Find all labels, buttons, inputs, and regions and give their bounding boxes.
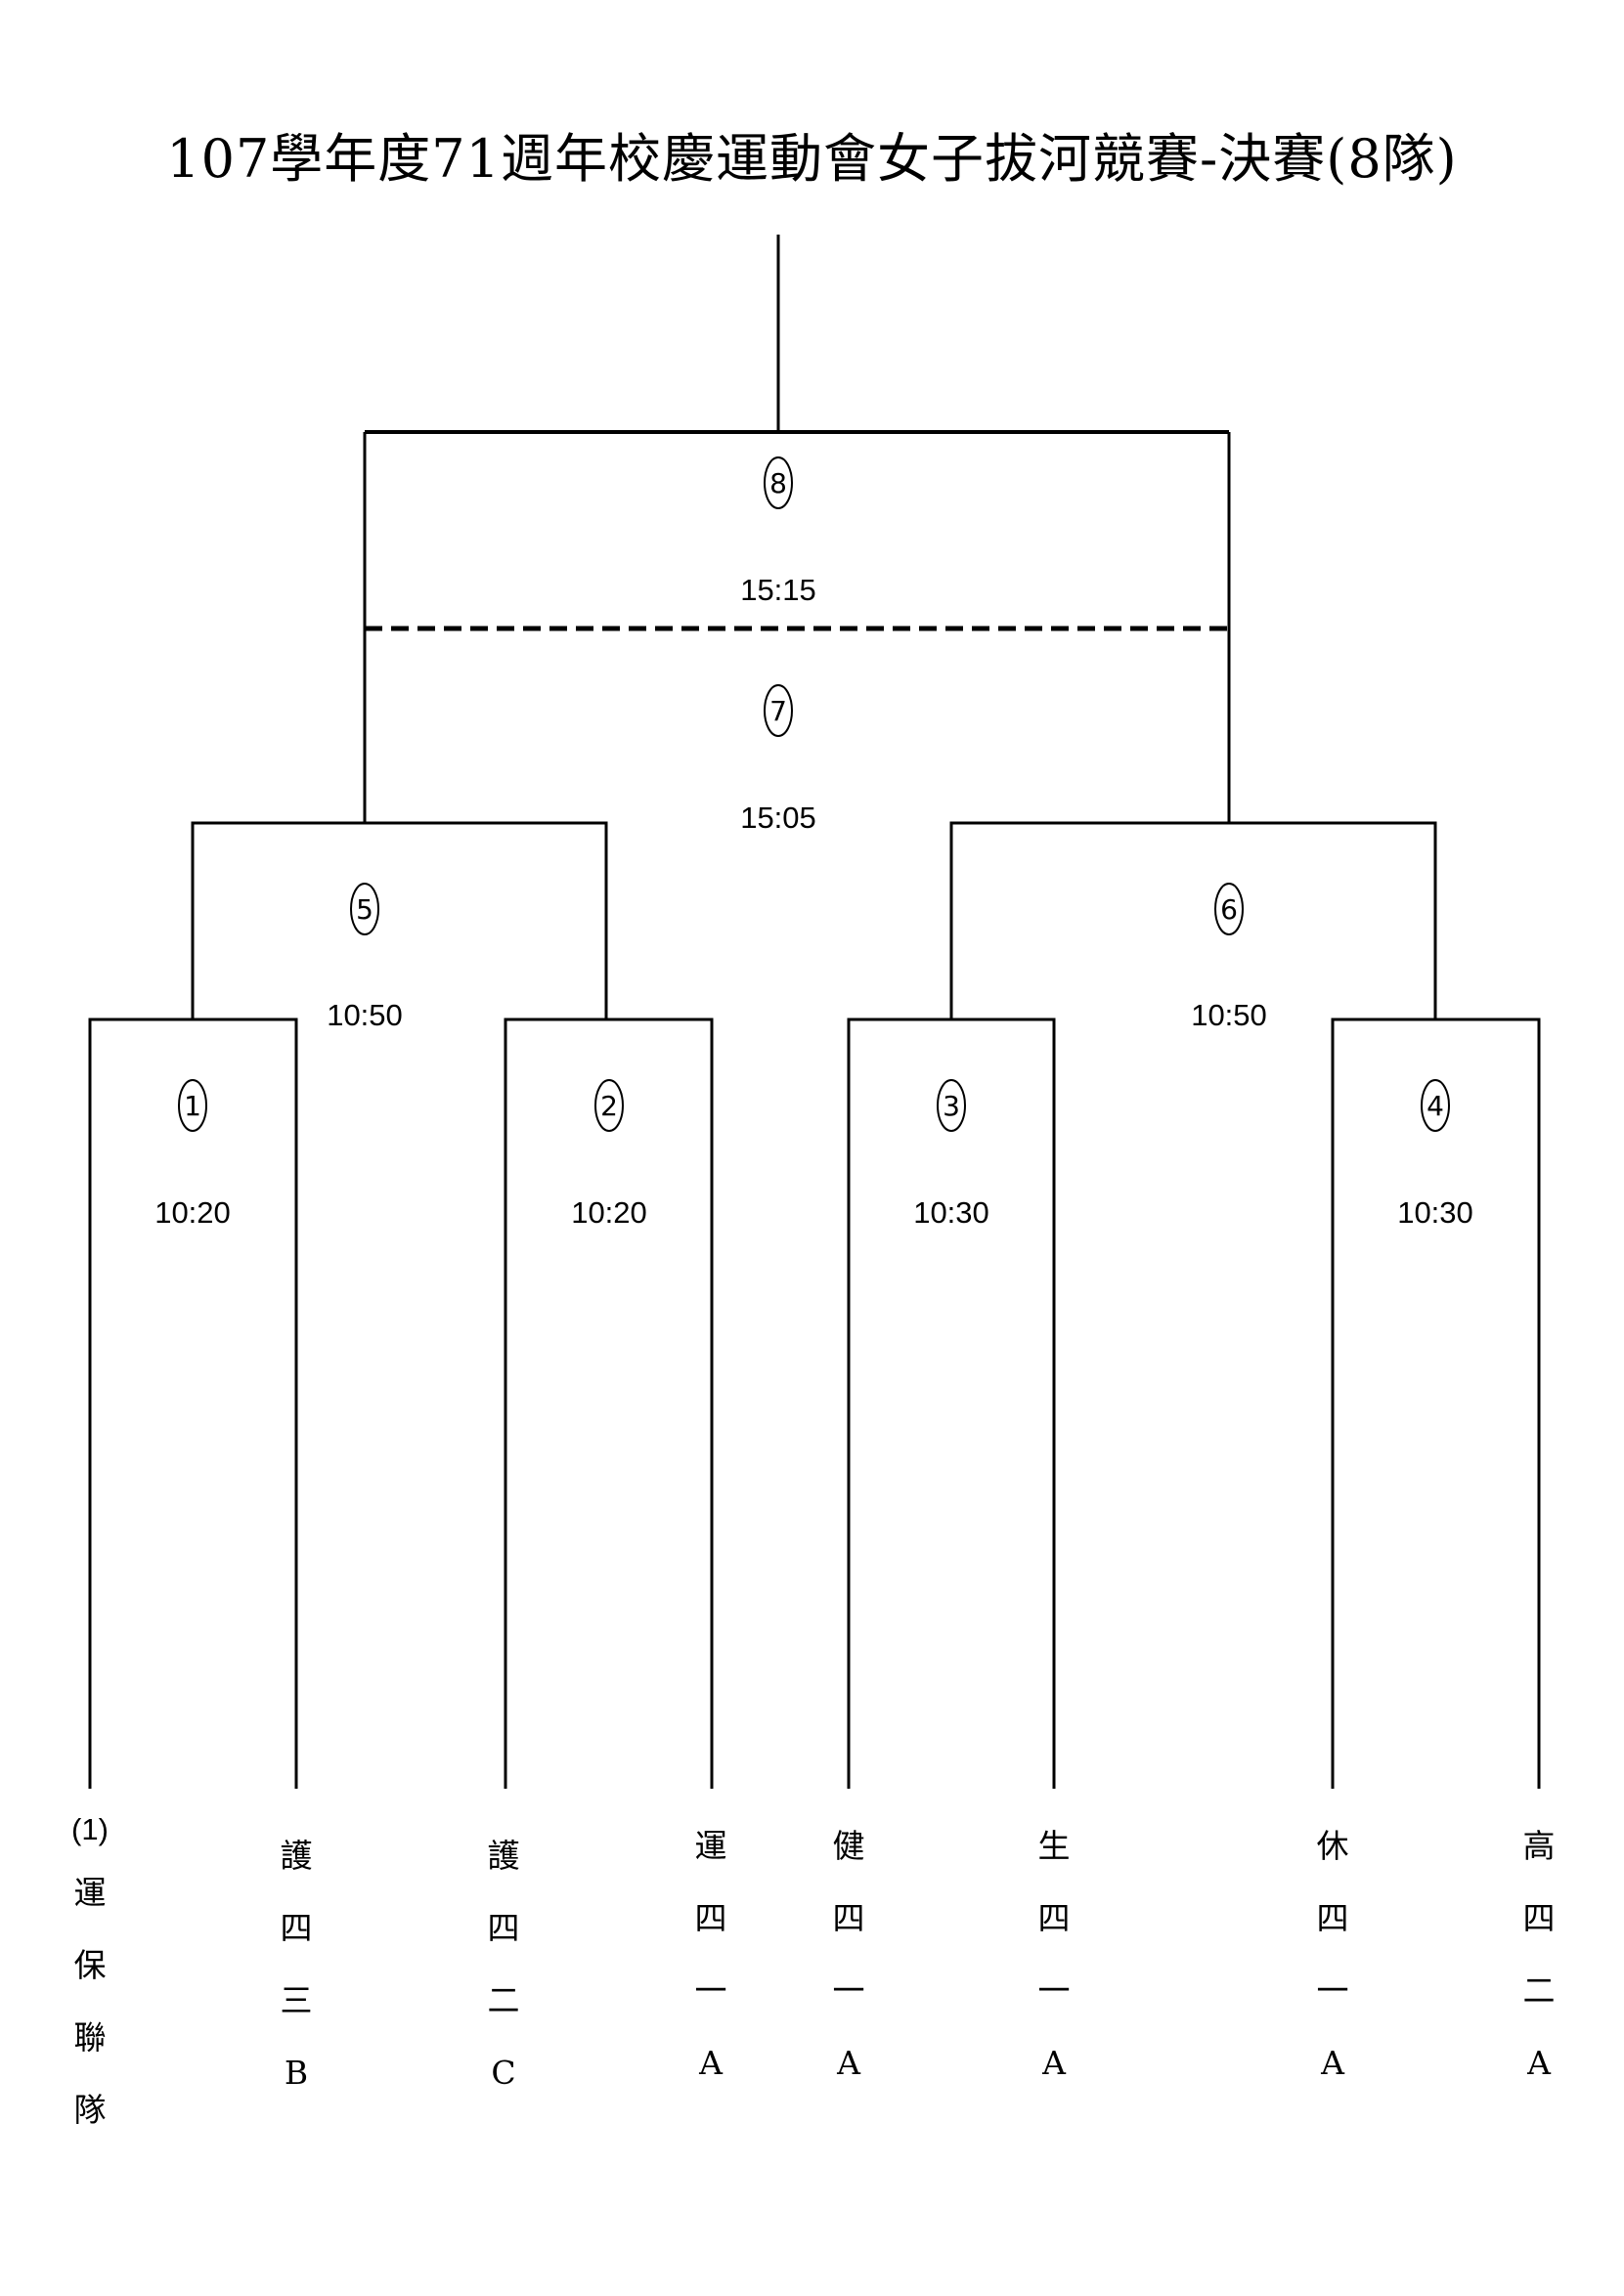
match-6-circle xyxy=(1214,883,1244,935)
match-4-circle xyxy=(1421,1079,1450,1132)
team-6-label: 生 四 一 A xyxy=(1025,1810,1083,2100)
match-2-time: 10:20 xyxy=(571,1195,647,1230)
team-3-char: 護 xyxy=(487,1837,520,1875)
team-4-char: 四 xyxy=(694,1899,727,1937)
match-5-circle xyxy=(350,883,379,935)
team-5-char: A xyxy=(837,2044,860,2082)
team-1-char: 保 xyxy=(73,1946,107,1984)
team-7-char: 四 xyxy=(1316,1899,1349,1937)
team-7-label: 休 四 一 A xyxy=(1303,1810,1362,2100)
match-7-circle xyxy=(764,684,793,737)
team-1-char: 運 xyxy=(73,1874,107,1912)
team-3-char: 四 xyxy=(487,1909,520,1947)
page-title: 107學年度71週年校慶運動會女子拔河競賽-決賽(8隊) xyxy=(166,128,1458,190)
match-8-circle xyxy=(764,456,793,509)
match-3-number: 3 xyxy=(943,1090,960,1122)
team-1-char: 隊 xyxy=(73,2091,107,2129)
team-4-char: 運 xyxy=(694,1827,727,1865)
team-8-label: 高 四 二 A xyxy=(1510,1810,1568,2100)
team-2-char: 三 xyxy=(280,1981,313,2019)
match-7-time: 15:05 xyxy=(740,801,816,835)
team-7-char: A xyxy=(1321,2044,1344,2082)
team-1-char: 聯 xyxy=(73,2018,107,2057)
match-3-bracket xyxy=(847,1018,1056,1789)
match-4-time: 10:30 xyxy=(1397,1195,1473,1230)
match-4-bracket xyxy=(1331,1018,1541,1789)
team-4-char: 一 xyxy=(694,1971,727,2010)
team-6-char: 生 xyxy=(1037,1827,1071,1865)
team-2-char: B xyxy=(284,2054,309,2092)
match-2-number: 2 xyxy=(600,1090,618,1122)
team-8-char: A xyxy=(1527,2044,1551,2082)
match-7-number: 7 xyxy=(769,695,787,727)
team-8-char: 二 xyxy=(1522,1971,1556,2010)
team-6-char: A xyxy=(1042,2044,1066,2082)
match-1-circle xyxy=(178,1079,207,1132)
team-1-seed: (1) xyxy=(71,1812,109,1846)
team-8-char: 四 xyxy=(1522,1899,1556,1937)
team-6-char: 四 xyxy=(1037,1899,1071,1937)
team-8-char: 高 xyxy=(1522,1827,1556,1865)
match-6-time: 10:50 xyxy=(1191,998,1267,1032)
team-6-char: 一 xyxy=(1037,1971,1071,2010)
match-6-bracket xyxy=(949,821,1437,1019)
team-2-label: 護 四 三 B xyxy=(267,1820,326,2109)
team-3-label: 護 四 二 C xyxy=(474,1820,533,2109)
team-1-label: (1) 運 保 聯 隊 xyxy=(61,1810,119,2146)
team-5-char: 一 xyxy=(832,1971,865,2010)
team-3-char: C xyxy=(491,2054,516,2092)
team-5-char: 四 xyxy=(832,1899,865,1937)
team-2-char: 護 xyxy=(280,1837,313,1875)
team-2-char: 四 xyxy=(280,1909,313,1947)
match-5-time: 10:50 xyxy=(327,998,403,1032)
team-5-label: 健 四 一 A xyxy=(819,1810,878,2100)
team-7-char: 休 xyxy=(1316,1827,1349,1865)
match-3-circle xyxy=(937,1079,966,1132)
match-1-time: 10:20 xyxy=(154,1195,231,1230)
team-5-char: 健 xyxy=(832,1827,865,1865)
match-8-time: 15:15 xyxy=(740,573,816,607)
match-8-number: 8 xyxy=(769,467,787,499)
match-4-number: 4 xyxy=(1426,1090,1444,1122)
team-4-char: A xyxy=(699,2044,723,2082)
match-5-bracket xyxy=(191,821,608,1019)
match-2-circle xyxy=(594,1079,624,1132)
match-3-time: 10:30 xyxy=(913,1195,989,1230)
match-1-bracket xyxy=(88,1018,298,1789)
team-7-char: 一 xyxy=(1316,1971,1349,2010)
match-1-number: 1 xyxy=(184,1090,201,1122)
match-2-bracket xyxy=(504,1018,714,1789)
team-3-char: 二 xyxy=(487,1981,520,2019)
match-5-number: 5 xyxy=(356,893,373,926)
team-4-label: 運 四 一 A xyxy=(681,1810,740,2100)
match-6-number: 6 xyxy=(1220,893,1238,926)
